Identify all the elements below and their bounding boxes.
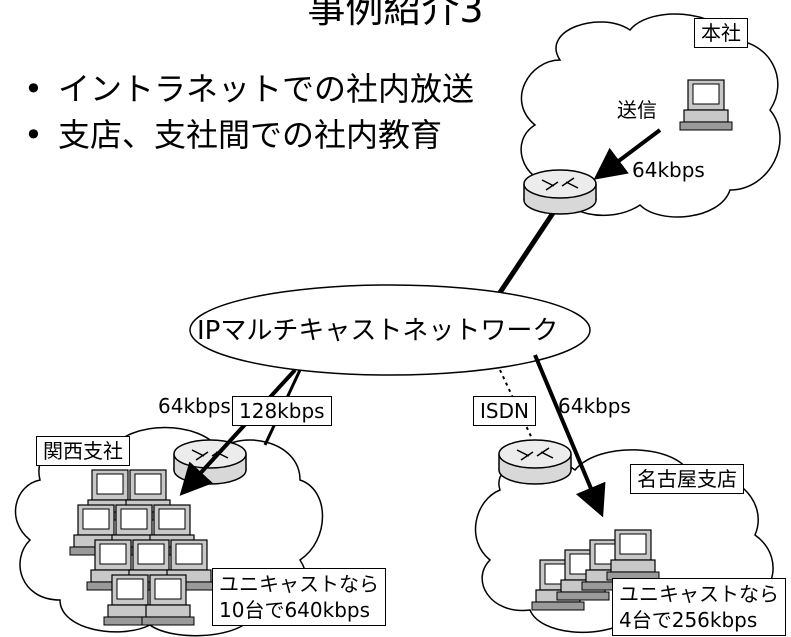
bullet-item: •イントラネットでの社内放送 — [24, 70, 475, 108]
nagoya-label: 名古屋支店 — [630, 464, 744, 494]
nagoya-rate-label: 64kbps — [558, 394, 631, 418]
bullet-list: •イントラネットでの社内放送 •支店、支社間での社内教育 — [24, 66, 474, 158]
network-ellipse — [189, 284, 591, 376]
hq-rate-label: 64kbps — [632, 158, 705, 182]
computer-icon — [679, 79, 733, 131]
arrow-icon — [593, 128, 662, 180]
arrow-icon — [533, 354, 606, 518]
kansai-rate-label: 64kbps — [158, 394, 231, 418]
router-icon — [523, 169, 597, 215]
network-label: IPマルチキャストネットワーク — [197, 316, 559, 346]
page-title: 事例紹介3 — [307, 0, 484, 31]
cloud-icon — [520, 13, 781, 218]
kansai-note: ユニキャストなら 10台で640kbps — [212, 568, 386, 626]
computer-icon — [141, 574, 195, 626]
bullet-item: •支店、支社間での社内教育 — [24, 116, 443, 154]
kansai-link-label: 128kbps — [232, 396, 332, 426]
hq-label: 本社 — [694, 18, 748, 48]
hq-send-label: 送信 — [617, 98, 657, 122]
kansai-label: 関西支社 — [36, 436, 130, 466]
computer-icon — [606, 529, 660, 581]
arrow-icon — [179, 368, 297, 496]
router-icon — [498, 439, 572, 485]
nagoya-note: ユニキャストなら 4台で256kbps — [612, 578, 786, 636]
nagoya-link-label: ISDN — [473, 396, 536, 426]
